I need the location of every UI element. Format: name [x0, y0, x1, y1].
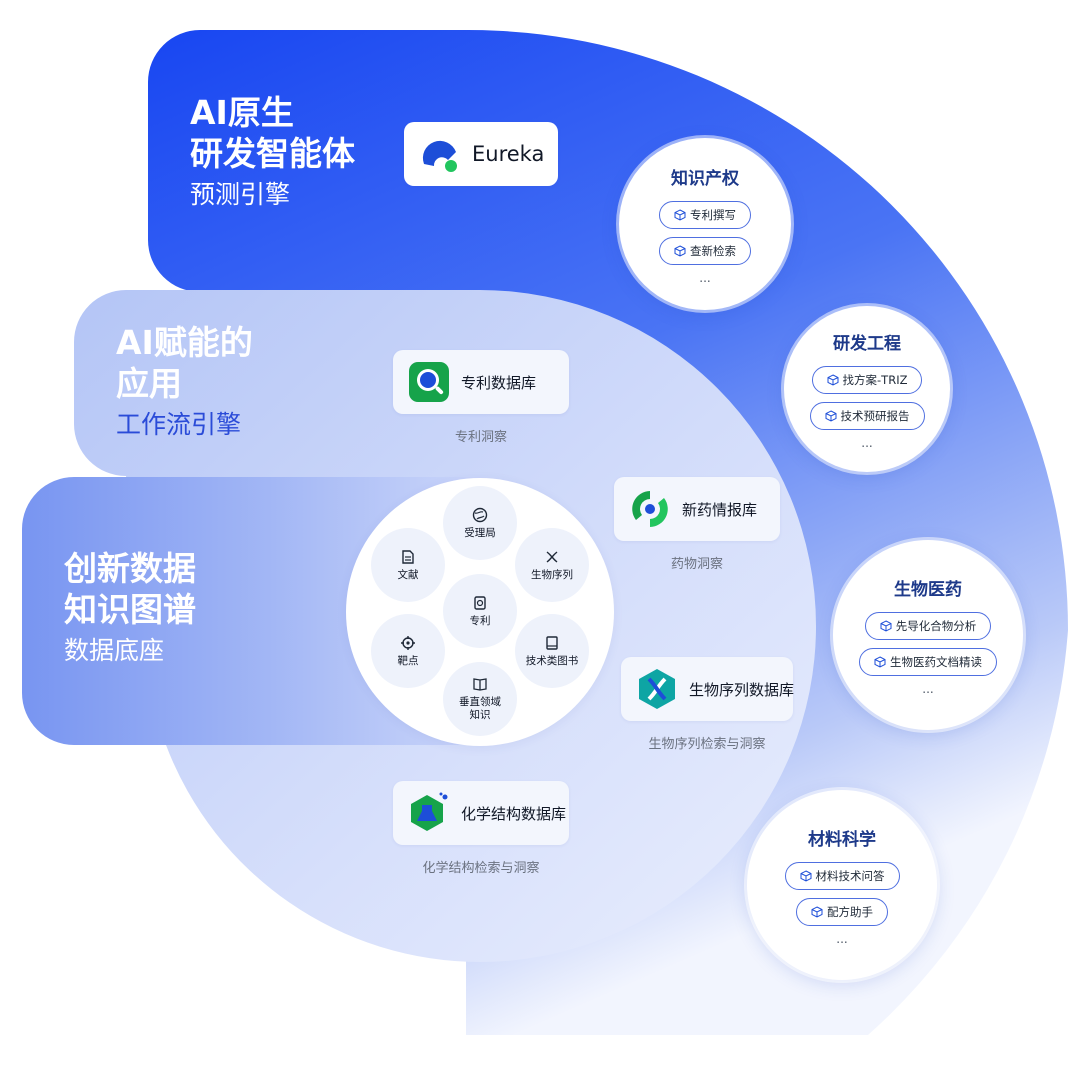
bio-seq-db-name: 生物序列数据库 — [689, 680, 795, 699]
pill-label: 找方案-TRIZ — [842, 372, 908, 387]
eureka-logo-icon — [422, 140, 457, 172]
top-tier-label: AI原生 研发智能体 预测引擎 — [190, 92, 355, 210]
dna-logo-icon — [639, 669, 675, 709]
middle-tier-subtitle: 工作流引擎 — [116, 409, 242, 439]
app-circle-rd-engineering: 研发工程 找方案-TRIZ 技术预研报告 ... — [784, 306, 950, 472]
graph-node-label: 文献 — [397, 568, 419, 581]
more-indicator: ... — [699, 270, 711, 285]
middle-tier-title-line2: 应用 — [116, 364, 182, 404]
cube-icon — [880, 619, 892, 632]
app-pill-patent-writing[interactable]: 专利撰写 — [659, 200, 751, 229]
app-pill-biomed-reading[interactable]: 生物医药文档精读 — [859, 647, 997, 676]
bottom-tier-title-line1: 创新数据 — [64, 549, 196, 588]
pill-label: 查新检索 — [690, 243, 736, 258]
graph-node-label: 专利 — [469, 614, 491, 627]
pill-logo-icon — [632, 491, 668, 527]
graph-node-label: 垂直领域 知识 — [459, 696, 501, 721]
cube-icon — [674, 244, 686, 257]
cube-icon — [800, 869, 811, 882]
bottom-tier-label: 创新数据 知识图谱 数据底座 — [64, 548, 196, 666]
pill-label: 先导化合物分析 — [895, 618, 977, 633]
graph-node-domain-knowledge[interactable]: 垂直领域 知识 — [443, 662, 517, 736]
cube-icon — [827, 373, 839, 386]
drug-db-caption: 药物洞察 — [670, 557, 723, 572]
middle-tier-title-line1: AI赋能的 — [116, 323, 253, 362]
graph-node-office[interactable]: 受理局 — [443, 486, 517, 560]
drug-db-card[interactable]: 新药情报库 — [614, 477, 780, 541]
app-pill-formula-assistant[interactable]: 配方助手 — [796, 897, 888, 926]
knowledge-graph-circle: 受理局 生物序列 技术类图书 垂直领域 知识 靶点 文献 专利 — [346, 478, 614, 746]
graph-node-tech-books[interactable]: 技术类图书 — [515, 614, 589, 688]
graph-node-label: 受理局 — [464, 526, 496, 539]
cube-icon — [674, 208, 686, 221]
eureka-name: Eureka — [472, 142, 545, 166]
app-title: 材料科学 — [808, 829, 876, 850]
app-circle-materials: 材料科学 材料技术问答 配方助手 ... — [747, 790, 937, 980]
top-tier-title-line2: 研发智能体 — [190, 134, 355, 174]
graph-node-label: 生物序列 — [531, 568, 573, 581]
dna-icon — [546, 551, 558, 563]
bio-seq-db-caption: 生物序列检索与洞察 — [648, 737, 766, 752]
eureka-card[interactable]: Eureka — [404, 122, 558, 186]
pill-label: 生物医药文档精读 — [890, 654, 982, 669]
cube-icon — [825, 409, 836, 422]
graph-node-patent[interactable]: 专利 — [443, 574, 517, 648]
app-title: 生物医药 — [894, 579, 962, 600]
cube-icon — [874, 655, 886, 668]
top-tier-subtitle: 预测引擎 — [190, 179, 291, 209]
cube-icon — [811, 905, 823, 918]
app-pill-tech-report[interactable]: 技术预研报告 — [809, 401, 925, 430]
graph-node-label: 靶点 — [397, 654, 419, 667]
patent-db-caption: 专利洞察 — [454, 430, 507, 445]
app-circle-biomed: 生物医药 先导化合物分析 生物医药文档精读 ... — [833, 540, 1023, 730]
bottom-tier-title-line2: 知识图谱 — [64, 590, 196, 630]
book-icon — [546, 636, 558, 650]
more-indicator: ... — [836, 931, 848, 946]
chem-struct-db-name: 化学结构数据库 — [461, 804, 567, 823]
graph-node-bio-seq[interactable]: 生物序列 — [515, 528, 589, 602]
open-book-icon — [473, 678, 487, 692]
drug-db-name: 新药情报库 — [682, 500, 758, 519]
pill-label: 技术预研报告 — [840, 408, 910, 423]
pill-label: 专利撰写 — [690, 207, 736, 222]
chem-struct-db-card[interactable]: 化学结构数据库 — [393, 781, 569, 845]
magnifier-logo-icon — [409, 362, 449, 402]
top-tier-title-line1: AI原生 — [190, 93, 294, 132]
app-title: 知识产权 — [671, 168, 739, 189]
more-indicator: ... — [922, 681, 934, 696]
graph-node-target[interactable]: 靶点 — [371, 614, 445, 688]
pill-label: 材料技术问答 — [815, 868, 885, 883]
globe-icon — [472, 507, 488, 522]
app-title: 研发工程 — [833, 333, 901, 354]
document-icon — [402, 550, 414, 564]
pill-label: 配方助手 — [827, 904, 873, 919]
app-pill-novelty-search[interactable]: 查新检索 — [659, 236, 751, 265]
graph-node-label: 技术类图书 — [525, 654, 579, 667]
chem-struct-db-caption: 化学结构检索与洞察 — [422, 861, 540, 876]
app-circle-ip: 知识产权 专利撰写 查新检索 ... — [619, 138, 791, 310]
certificate-icon — [474, 596, 486, 610]
patent-db-card[interactable]: 专利数据库 — [393, 350, 569, 414]
target-icon — [401, 635, 415, 650]
more-indicator: ... — [861, 435, 873, 450]
app-pill-materials-qa[interactable]: 材料技术问答 — [784, 861, 900, 890]
graph-node-literature[interactable]: 文献 — [371, 528, 445, 602]
bottom-tier-subtitle: 数据底座 — [64, 635, 165, 665]
patent-db-name: 专利数据库 — [461, 373, 537, 392]
flask-logo-icon — [411, 792, 448, 831]
app-pill-triz[interactable]: 找方案-TRIZ — [811, 365, 923, 394]
middle-tier-label: AI赋能的 应用 工作流引擎 — [116, 322, 253, 440]
app-pill-lead-compound[interactable]: 先导化合物分析 — [864, 611, 992, 640]
bio-seq-db-card[interactable]: 生物序列数据库 — [621, 657, 795, 721]
